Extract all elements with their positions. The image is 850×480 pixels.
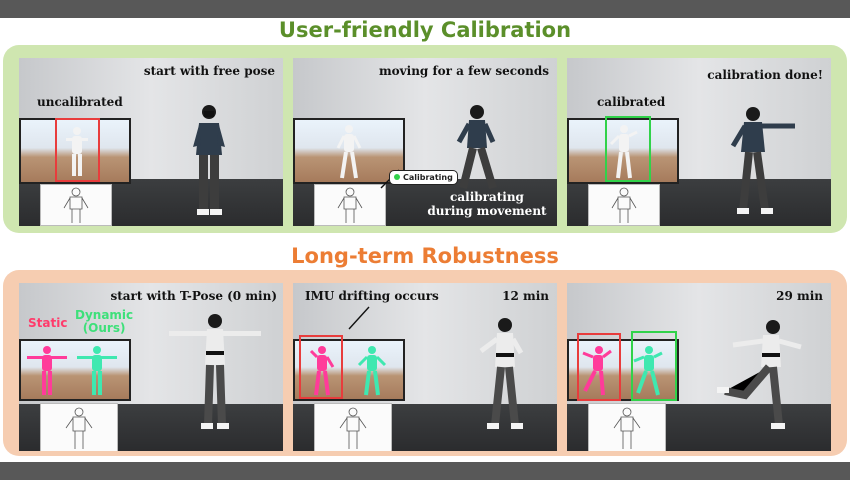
robustness-panel-2: IMU drifting occurs 12 min <box>293 283 557 451</box>
avatar-dynamic <box>75 345 119 397</box>
pose-board <box>314 403 392 451</box>
sub-caption-line-1: calibrating <box>450 190 524 204</box>
person-figure-tpose <box>165 313 265 433</box>
static-label: Static <box>28 316 68 330</box>
calibration-panel-1: uncalibrated start with free pose <box>19 58 283 226</box>
avatar-static <box>307 345 337 397</box>
sub-caption-line-2: during movement <box>427 204 547 218</box>
dynamic-label: Dynamic (Ours) <box>75 309 133 335</box>
panel-caption: calibration done! <box>707 68 823 82</box>
static-box <box>299 335 343 399</box>
uncalibrated-box <box>55 118 100 182</box>
avatar-white <box>64 126 90 178</box>
pose-board <box>588 184 660 226</box>
time-caption: 12 min <box>502 289 549 303</box>
avatar-static <box>25 345 69 397</box>
calibration-heading: User-friendly Calibration <box>278 18 572 42</box>
calibration-panel-3: calibrated calibration done! <box>567 58 831 226</box>
person-figure <box>473 317 533 433</box>
pose-board <box>314 184 386 226</box>
panel-caption: moving for a few seconds <box>378 64 549 78</box>
avatar-static <box>579 345 613 397</box>
monitor <box>293 118 405 184</box>
bottom-bar <box>0 462 850 480</box>
monitor <box>567 118 679 184</box>
dynamic-box <box>631 331 677 401</box>
dynamic-label-line-1: Dynamic <box>75 308 134 322</box>
sub-caption: calibrating during movement <box>421 190 553 218</box>
robustness-heading: Long-term Robustness <box>291 244 559 268</box>
status-dot-icon <box>394 174 400 180</box>
pose-board <box>40 403 118 451</box>
monitor <box>19 339 131 401</box>
avatar-white <box>609 124 639 180</box>
drift-caption: IMU drifting occurs <box>305 289 439 303</box>
top-bar <box>0 0 850 18</box>
calibrated-box <box>605 116 651 182</box>
avatar-dynamic <box>631 345 665 397</box>
panel-caption: start with T-Pose (0 min) <box>110 289 277 303</box>
dynamic-label-line-2: (Ours) <box>82 321 126 335</box>
time-caption: 29 min <box>776 289 823 303</box>
monitor <box>567 339 679 401</box>
person-figure-running <box>711 319 803 431</box>
panel-caption: start with free pose <box>143 64 275 78</box>
avatar-white <box>335 124 363 180</box>
static-box <box>577 333 621 401</box>
pose-board <box>588 403 666 451</box>
person-figure <box>189 103 229 221</box>
person-figure-walking <box>453 104 499 194</box>
calibration-panel-2: Calibrating moving for a few seconds cal… <box>293 58 557 226</box>
calibrated-label: calibrated <box>597 95 666 109</box>
avatar-dynamic <box>357 345 387 397</box>
drift-pointer <box>347 305 371 331</box>
monitor-screen <box>295 341 403 399</box>
person-figure <box>725 106 805 218</box>
robustness-panel-1: Static Dynamic (Ours) start with T-Pose … <box>19 283 283 451</box>
monitor <box>293 339 405 401</box>
calibrating-bubble: Calibrating <box>389 170 458 185</box>
monitor <box>19 118 131 184</box>
uncalibrated-label: uncalibrated <box>37 95 123 109</box>
robustness-panel-3: 29 min <box>567 283 831 451</box>
monitor-screen <box>21 341 129 399</box>
calibrating-text: Calibrating <box>403 173 453 182</box>
pose-board <box>40 184 112 226</box>
